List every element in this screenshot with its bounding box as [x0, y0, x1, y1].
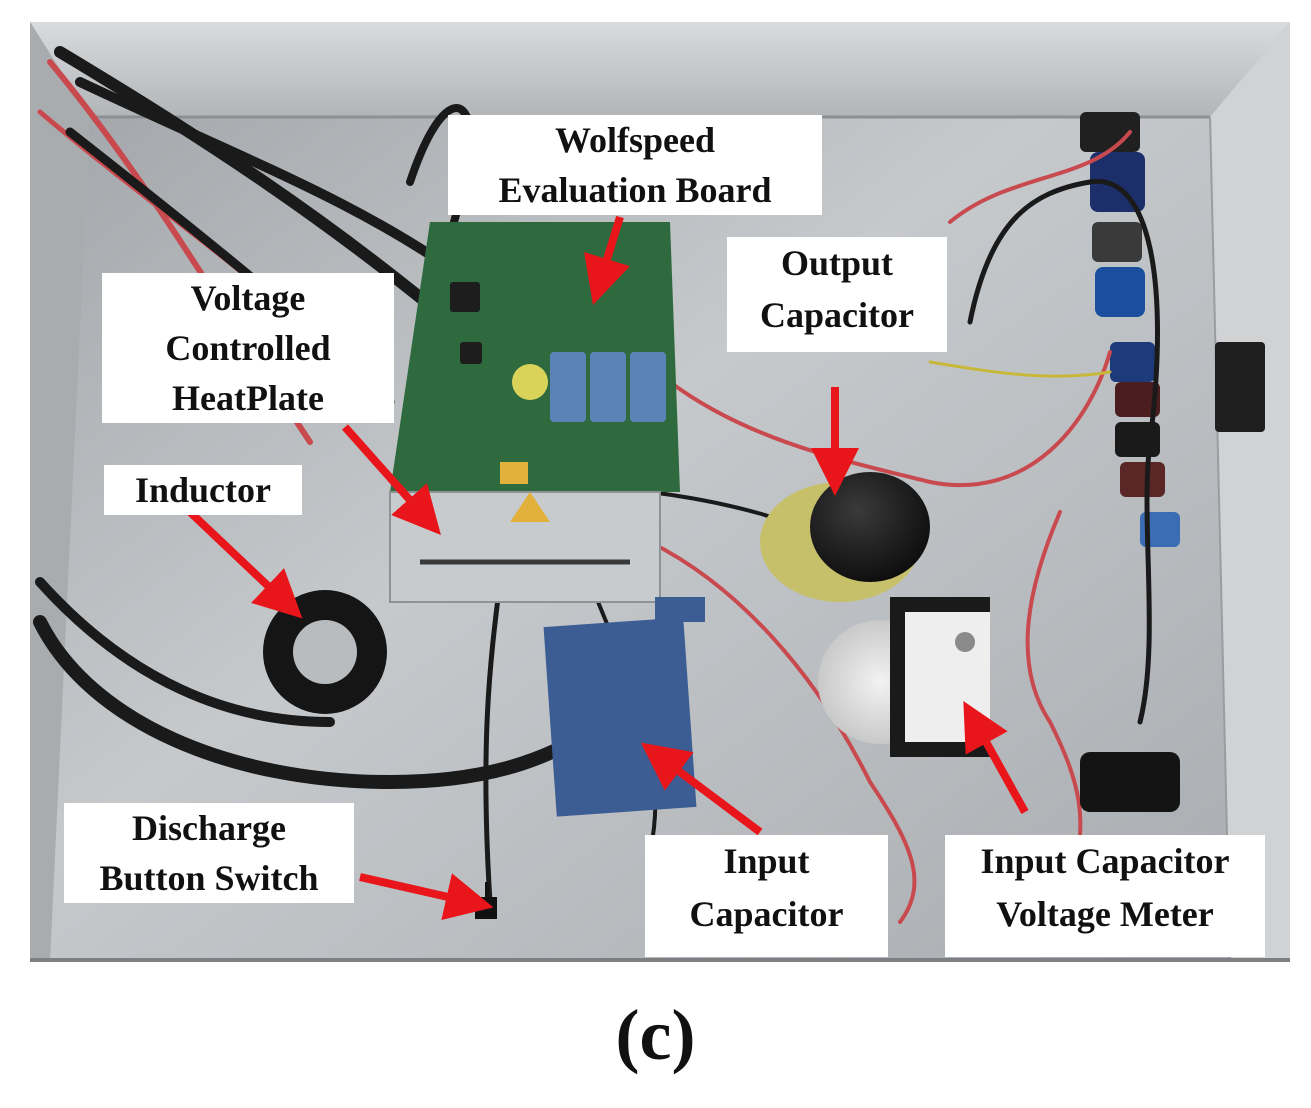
heat-plate: [389, 491, 661, 603]
terminal-block: [1080, 752, 1180, 812]
enclosure-top-wall: [30, 22, 1290, 117]
enclosure-right-wall: [1210, 22, 1290, 962]
label-inductor: Inductor: [104, 465, 302, 515]
pcb-board: [390, 222, 680, 492]
input-capacitor-box: [543, 617, 697, 817]
enclosure-left-wall: [30, 22, 90, 962]
cables: [33, 46, 1160, 924]
callout-arrows: [187, 215, 1029, 921]
inductor-toroid: [263, 590, 387, 714]
figure-caption: (c): [615, 995, 696, 1075]
output-capacitor-can: [760, 472, 930, 602]
